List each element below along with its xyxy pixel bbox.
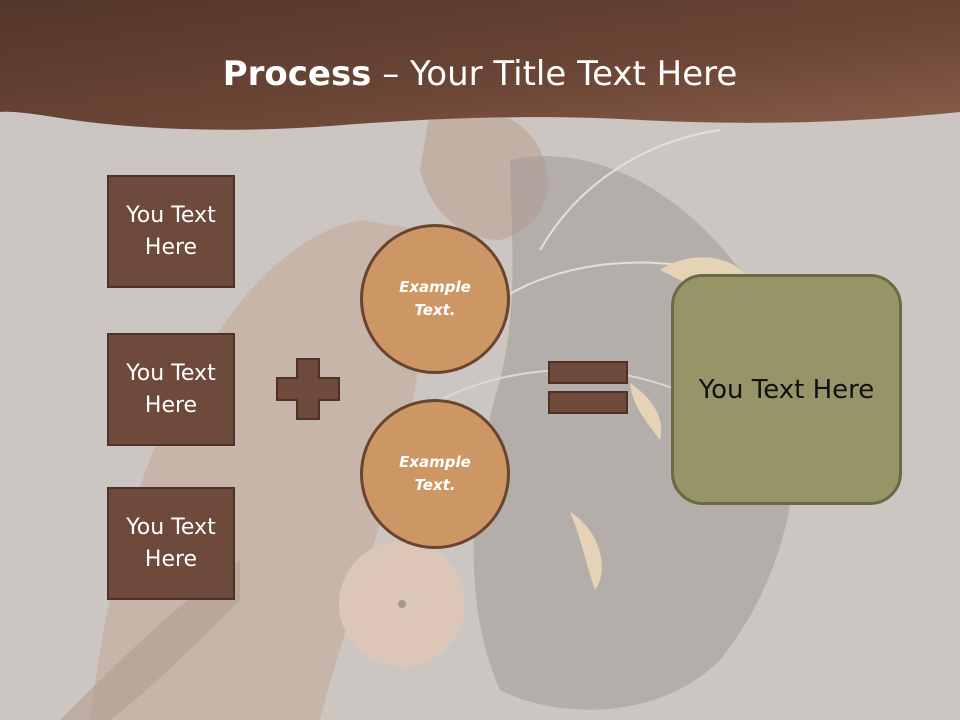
page-title: Process – Your Title Text Here [0,52,960,96]
example-circle-1-label: Example Text. [399,278,471,319]
result-box: You Text Here [671,274,902,505]
left-box-3-label: You Text Here [126,514,216,572]
left-box-1: You Text Here [107,175,235,288]
title-rest: – Your Title Text Here [371,54,738,94]
example-circle-2: Example Text. [360,399,510,549]
example-circle-2-label: Example Text. [399,453,471,494]
title-bold: Process [222,54,372,94]
plus-icon [276,358,340,420]
left-box-2: You Text Here [107,333,235,446]
equals-icon [548,361,628,414]
result-label: You Text Here [698,374,875,405]
left-box-3: You Text Here [107,487,235,600]
left-box-2-label: You Text Here [126,360,216,418]
left-box-1-label: You Text Here [126,202,216,260]
example-circle-1: Example Text. [360,224,510,374]
